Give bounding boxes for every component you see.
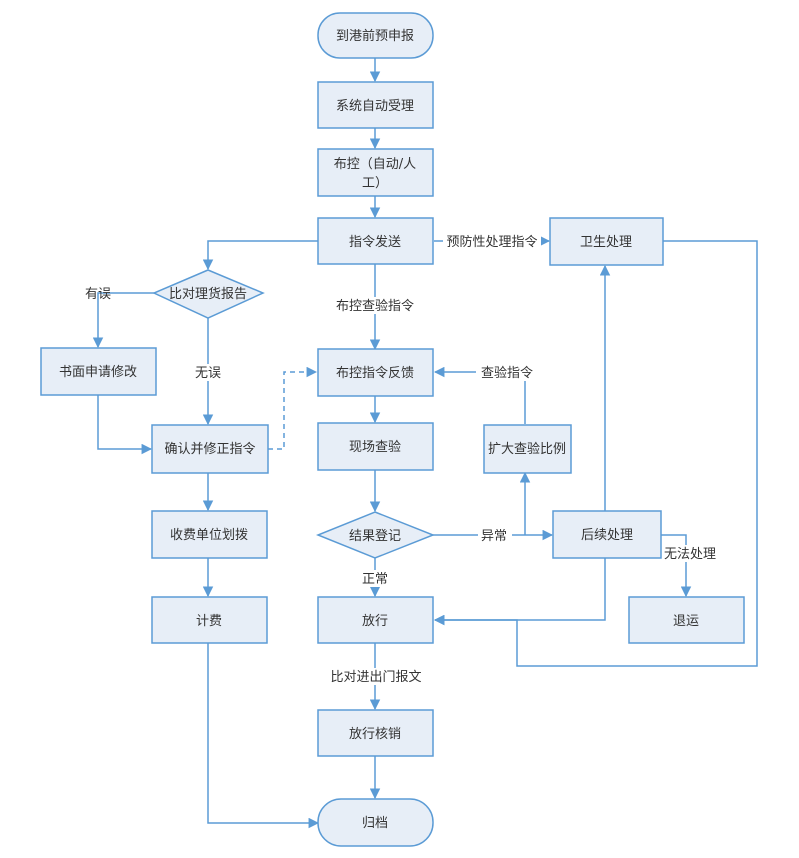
label-unable: 无法处理 (664, 547, 716, 562)
node-billing: 计费 (151, 596, 268, 644)
node-auto-accept: 系统自动受理 (317, 81, 434, 129)
node-fee-transfer: 收费单位划拨 (151, 510, 268, 559)
svg-text:布控指令反馈: 布控指令反馈 (336, 366, 414, 381)
edge-send-to-compare (202, 240, 318, 271)
node-written-change: 书面申请修改 (40, 347, 157, 396)
svg-text:到港前预申报: 到港前预申报 (336, 28, 414, 44)
label-deploy-inspect-cmd: 布控查验指令 (336, 298, 414, 314)
node-release-verify: 放行核销 (317, 709, 434, 757)
svg-text:结果登记: 结果登记 (349, 529, 401, 544)
label-normal: 正常 (362, 572, 388, 587)
node-hygiene: 卫生处理 (549, 217, 664, 266)
svg-text:放行核销: 放行核销 (349, 727, 401, 742)
node-onsite-check: 现场查验 (317, 422, 434, 471)
label-inspect-cmd: 查验指令 (481, 365, 533, 381)
svg-text:系统自动受理: 系统自动受理 (336, 99, 414, 114)
node-follow-up: 后续处理 (552, 510, 662, 559)
node-archive: 归档 (317, 798, 434, 847)
edge-confirm-to-feedback (268, 366, 318, 450)
node-deploy-feedback: 布控指令反馈 (317, 348, 434, 397)
svg-text:扩大查验比例: 扩大查验比例 (488, 441, 566, 457)
label-has-error: 有误 (85, 287, 111, 302)
edge-followup-to-return (661, 534, 692, 598)
node-compare-manifest: 比对理货报告 (152, 269, 265, 319)
svg-text:计费: 计费 (196, 614, 222, 629)
svg-text:卫生处理: 卫生处理 (580, 235, 632, 250)
label-no-error: 无误 (195, 366, 221, 381)
node-send-cmd: 指令发送 (317, 217, 434, 265)
node-return-ship: 退运 (628, 596, 745, 644)
edge-compare-to-written (92, 292, 154, 349)
label-abnormal: 异常 (481, 529, 507, 544)
node-pre-arrival: 到港前预申报 (317, 12, 434, 59)
svg-text:收费单位划拨: 收费单位划拨 (170, 528, 248, 543)
svg-text:现场查验: 现场查验 (349, 439, 401, 455)
label-preventive-cmd: 预防性处理指令 (446, 234, 537, 250)
svg-text:后续处理: 后续处理 (581, 528, 633, 543)
svg-text:布控（自动/人: 布控（自动/人 (334, 157, 416, 172)
edge-billing-to-archive (207, 643, 320, 829)
svg-text:归档: 归档 (362, 816, 388, 831)
label-compare-gate: 比对进出门报文 (330, 670, 421, 685)
svg-text:比对理货报告: 比对理货报告 (169, 286, 247, 302)
node-deploy: 布控（自动/人 工） (317, 148, 434, 197)
edge-labels: 预防性处理指令 布控查验指令 有误 无误 查验指令 异常 无法处理 正常 比对进… (85, 233, 719, 685)
node-result-record: 结果登记 (315, 511, 436, 559)
node-release: 放行 (317, 596, 434, 644)
node-expand-ratio: 扩大查验比例 (483, 424, 572, 474)
nodes: 到港前预申报 系统自动受理 布控（自动/人 工） 指令发送 卫生处理 比对理货报… (40, 12, 745, 847)
svg-text:退运: 退运 (673, 614, 699, 629)
svg-text:书面申请修改: 书面申请修改 (59, 365, 137, 380)
edge-followup-to-release (433, 558, 606, 626)
svg-text:确认并修正指令: 确认并修正指令 (164, 442, 255, 457)
edge-written-to-confirm (97, 395, 153, 455)
svg-text:放行: 放行 (362, 614, 388, 629)
svg-text:工）: 工） (362, 176, 388, 191)
svg-text:指令发送: 指令发送 (349, 234, 401, 250)
node-confirm-fix: 确认并修正指令 (151, 424, 269, 474)
